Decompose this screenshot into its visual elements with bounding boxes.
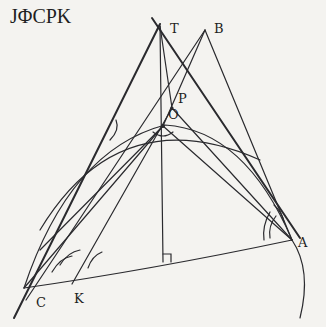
angle-mark [52,256,72,272]
line-oa [163,126,292,240]
angle-mark [60,250,80,265]
line-co [24,126,163,288]
point-label: O [168,108,179,121]
angle-mark [153,132,173,136]
point-o [161,124,165,128]
line-ba [205,30,292,240]
line-bc [26,30,205,300]
line-to [160,26,163,262]
point-label: K [74,292,84,305]
line-ob [163,30,205,126]
point-label: T [170,22,179,35]
line-extra [40,126,163,250]
angle-mark [270,216,276,238]
line-pk [72,108,172,284]
line-pt [160,26,172,108]
point-label: C [36,296,46,309]
chord-ca [24,240,292,288]
angle-mark [274,205,284,222]
point-label: B [214,22,224,35]
line-pa [172,108,292,240]
arc-right [292,240,305,318]
angle-mark [110,120,117,140]
angle-mark [88,252,102,268]
handwritten-heading: JΦCPK [10,6,71,26]
point-label: A [298,236,307,249]
point-label: P [178,92,187,105]
arc-circle [24,125,292,288]
right-angle-mark [163,254,171,262]
angle-mark [264,212,270,240]
